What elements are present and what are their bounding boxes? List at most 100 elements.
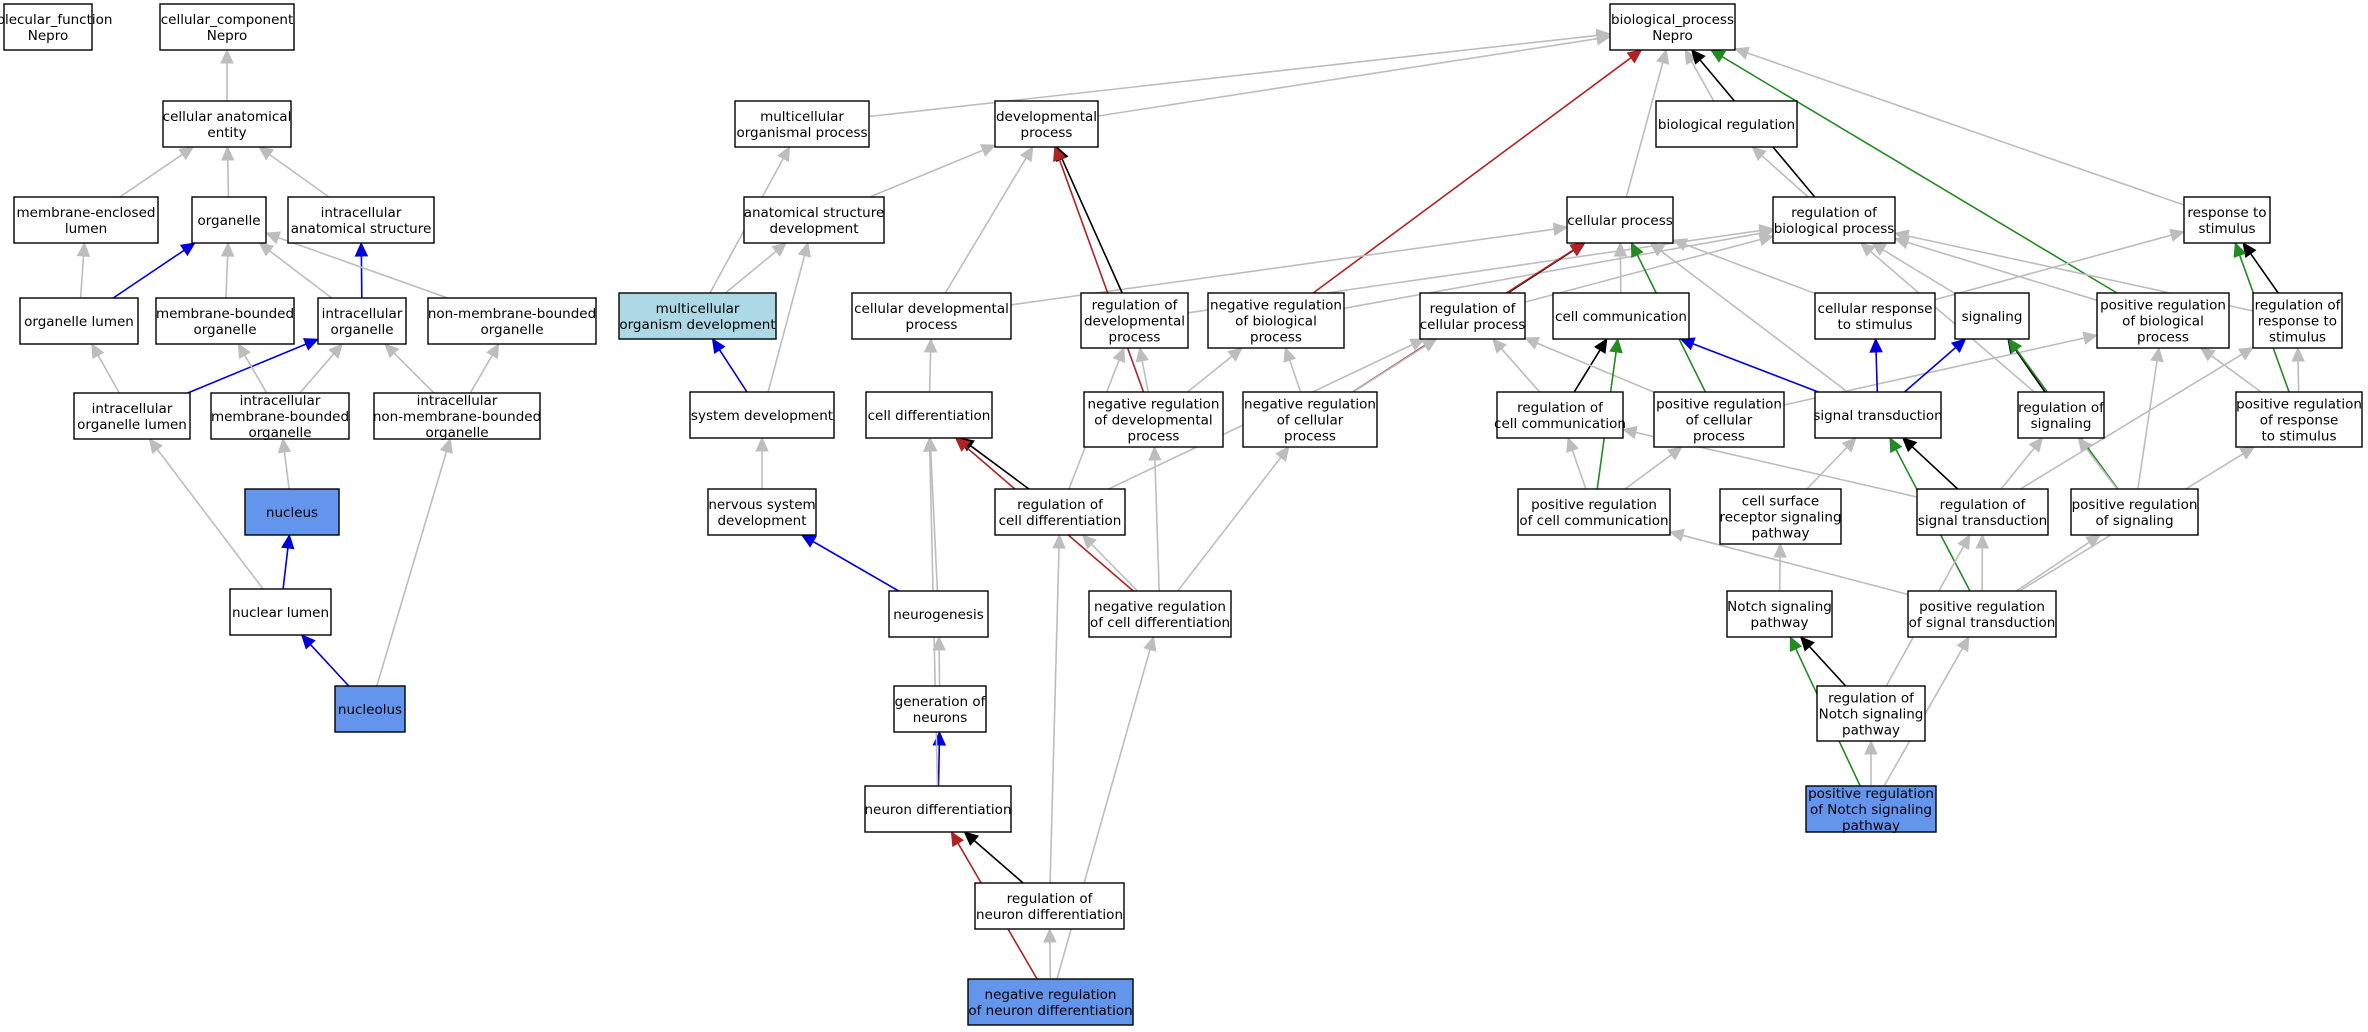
node-cp[interactable]: cellular process [1566, 196, 1674, 244]
node-label-inmbo-1: non-membrane-bounded [373, 409, 541, 425]
node-label-cdp-0: cellular developmental [854, 301, 1009, 317]
edge-nrdp-to-nrbp [1186, 347, 1243, 393]
node-label-cc-0: cellular_component [161, 12, 293, 28]
edge-prcc-to-prcp [1624, 446, 1683, 490]
node-label-rts-0: response to [2187, 205, 2266, 221]
edge-rcc-to-ccom [1573, 337, 1608, 393]
node-label-nuc-0: nucleus [266, 505, 318, 521]
node-label-rst-0: regulation of [1940, 497, 2027, 513]
edge-nrdp-to-rdp [1135, 346, 1149, 393]
node-nucl[interactable]: nucleolus [334, 685, 406, 733]
node-label-gon-0: generation of [895, 694, 987, 710]
node-sig[interactable]: signaling [1954, 292, 2030, 340]
node-cd[interactable]: cell differentiation [865, 391, 993, 439]
edge-mel-to-cae [119, 146, 195, 198]
node-label-asd-1: development [769, 221, 858, 237]
node-label-sd-0: system development [691, 408, 833, 424]
edge-rbp-to-breg [1751, 146, 1809, 198]
node-label-prnsp-2: pathway [1842, 818, 1900, 834]
edge-rst-to-rrs [2019, 346, 2255, 490]
node-nuc[interactable]: nucleus [244, 488, 340, 536]
edge-mop-to-bp [868, 28, 1612, 118]
edge-rnsp-to-nsp [1799, 636, 1847, 687]
node-breg[interactable]: biological regulation [1655, 100, 1798, 148]
node-label-mbo-0: membrane-bounded [156, 306, 294, 322]
node-label-prnsp-0: positive regulation [1808, 786, 1934, 802]
edge-mbo-to-org [220, 241, 235, 299]
node-label-mbo-1: organelle [193, 322, 256, 338]
node-nd[interactable]: neuron differentiation [864, 785, 1012, 833]
node-label-rcd-1: cell differentiation [999, 513, 1122, 529]
node-label-rnd-0: regulation of [1007, 891, 1094, 907]
node-label-rbp-1: biological process [1774, 221, 1895, 237]
edge-nsd-to-sd [755, 436, 769, 489]
node-label-ccom-0: cell communication [1555, 309, 1687, 325]
node-label-nucl-0: nucleolus [338, 702, 402, 718]
edge-cp-to-bp [1625, 48, 1670, 198]
node-label-bp-0: biological_process [1611, 12, 1734, 28]
node-sd[interactable]: system development [689, 391, 835, 439]
node-label-nrdp-1: of developmental [1094, 413, 1212, 429]
edge-cdp-to-dp [944, 145, 1034, 294]
edge-prst-to-prsig [2015, 534, 2102, 592]
node-label-prbp-0: positive regulation [2100, 298, 2226, 314]
node-ng[interactable]: neurogenesis [888, 590, 989, 638]
node-st[interactable]: signal transduction [1813, 391, 1943, 439]
node-orglum[interactable]: organelle lumen [19, 297, 139, 345]
node-label-rst-1: signal transduction [1918, 513, 2047, 529]
node-label-cdp-1: process [906, 317, 958, 333]
node-nl[interactable]: nuclear lumen [229, 588, 332, 636]
edge-prsig-to-prbp [2137, 346, 2164, 490]
node-inmbo[interactable]: intracellularnon-membrane-boundedorganel… [373, 392, 541, 441]
node-label-rrs-0: regulation of [2255, 298, 2342, 314]
edge-prbp-to-bp [1709, 49, 2118, 294]
node-ccom[interactable]: cell communication [1552, 292, 1690, 340]
node-org[interactable]: organelle [191, 196, 267, 244]
node-label-gon-1: neurons [913, 710, 968, 726]
